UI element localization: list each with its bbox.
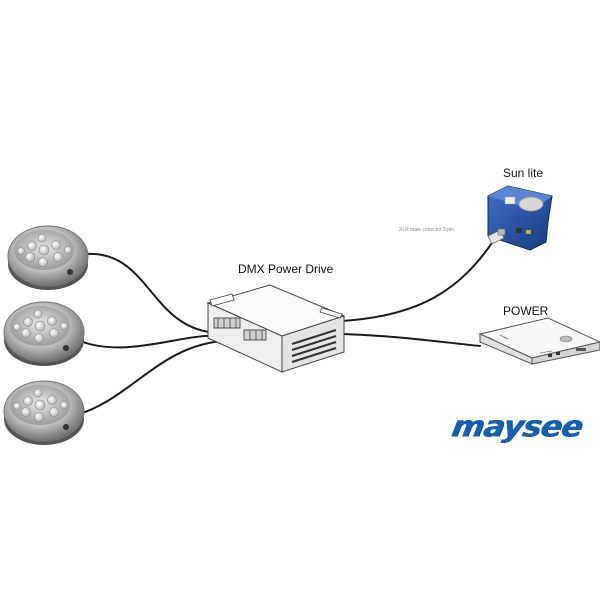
power-label: POWER — [503, 304, 549, 318]
vent-slots — [291, 329, 337, 363]
xlr-connector-label: XLR male conector 3 pin — [399, 227, 454, 233]
power-supply-icon — [478, 317, 600, 365]
cable-lamp-3 — [75, 340, 225, 416]
lamp-3 — [3, 380, 85, 445]
cable-lamp-1 — [85, 252, 219, 334]
dmx-power-drive-icon — [206, 284, 346, 373]
terminal-block — [213, 317, 267, 341]
led-array — [13, 309, 68, 343]
usb-connector-icon — [516, 228, 531, 234]
lamp-1 — [7, 225, 89, 290]
cable-to-power — [342, 333, 481, 347]
xlr-plug-icon — [487, 228, 506, 245]
maysee-logo: maysee — [448, 410, 585, 445]
dmx-power-drive-label: DMX Power Drive — [238, 262, 334, 276]
cable-to-sunlite — [341, 239, 495, 322]
sunlite-label: Sun lite — [503, 166, 544, 180]
lamp-2 — [3, 301, 85, 366]
sunlite-interface-icon — [487, 185, 553, 251]
led-array — [13, 388, 68, 422]
cables — [75, 239, 495, 416]
led-array — [17, 233, 72, 267]
